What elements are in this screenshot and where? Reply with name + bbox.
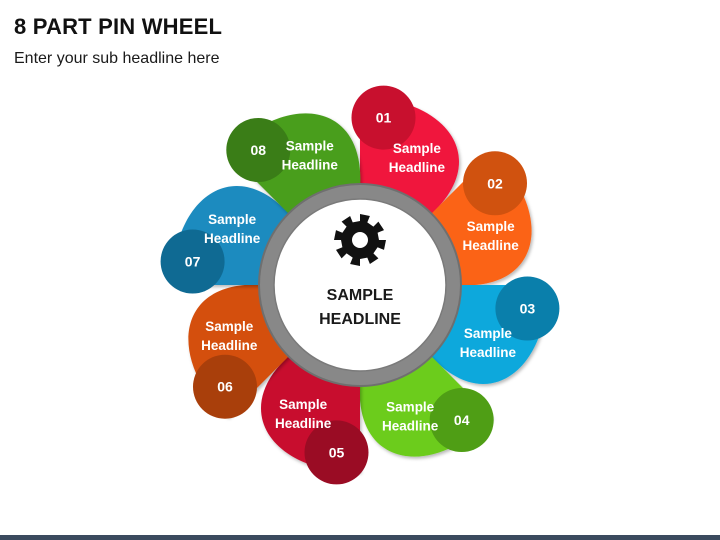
gear-icon <box>334 214 386 266</box>
petal-headline-line1: Sample <box>467 219 516 234</box>
petal-headline-line1: Sample <box>279 397 328 412</box>
number-label: 08 <box>251 142 267 158</box>
petal-headline-line2: Headline <box>275 416 332 431</box>
number-label: 04 <box>454 412 470 428</box>
number-badge <box>160 229 225 294</box>
page-title: 8 PART PIN WHEEL <box>14 14 223 39</box>
number-badge <box>304 420 369 485</box>
number-label: 03 <box>520 301 536 317</box>
petal-headline-line2: Headline <box>204 231 261 246</box>
petal-headline-line1: Sample <box>286 138 335 153</box>
petal-headline-line2: Headline <box>282 157 339 172</box>
center-title-line1: SAMPLE <box>327 287 394 304</box>
petal-headline-line2: Headline <box>389 160 446 175</box>
center-title-line2: HEADLINE <box>319 311 401 328</box>
petal-headline-line2: Headline <box>460 345 517 360</box>
number-label: 01 <box>376 110 392 126</box>
number-label: 02 <box>487 175 503 191</box>
hub-center <box>273 198 447 372</box>
gear-hole <box>352 232 368 248</box>
wheel-hub: SAMPLE HEADLINE <box>258 183 462 387</box>
petal-headline-line2: Headline <box>382 419 439 434</box>
number-badge <box>226 118 291 182</box>
petal-headline-line1: Sample <box>208 212 257 227</box>
number-badge <box>351 85 416 150</box>
page-subtitle: Enter your sub headline here <box>14 50 220 67</box>
number-badge <box>193 354 257 419</box>
bottom-bar <box>0 535 720 540</box>
petal-headline-line1: Sample <box>464 326 513 341</box>
number-label: 06 <box>217 379 233 395</box>
petal-headline-line2: Headline <box>201 338 258 353</box>
petal-headline-line1: Sample <box>393 141 442 156</box>
number-badge <box>463 151 527 216</box>
petal-headline-line2: Headline <box>463 238 520 253</box>
petal-headline-line1: Sample <box>205 319 254 334</box>
number-label: 07 <box>185 254 201 270</box>
number-label: 05 <box>329 444 345 460</box>
petal-headline-line1: Sample <box>386 400 435 415</box>
number-badge <box>495 276 560 341</box>
number-badge <box>429 388 494 452</box>
